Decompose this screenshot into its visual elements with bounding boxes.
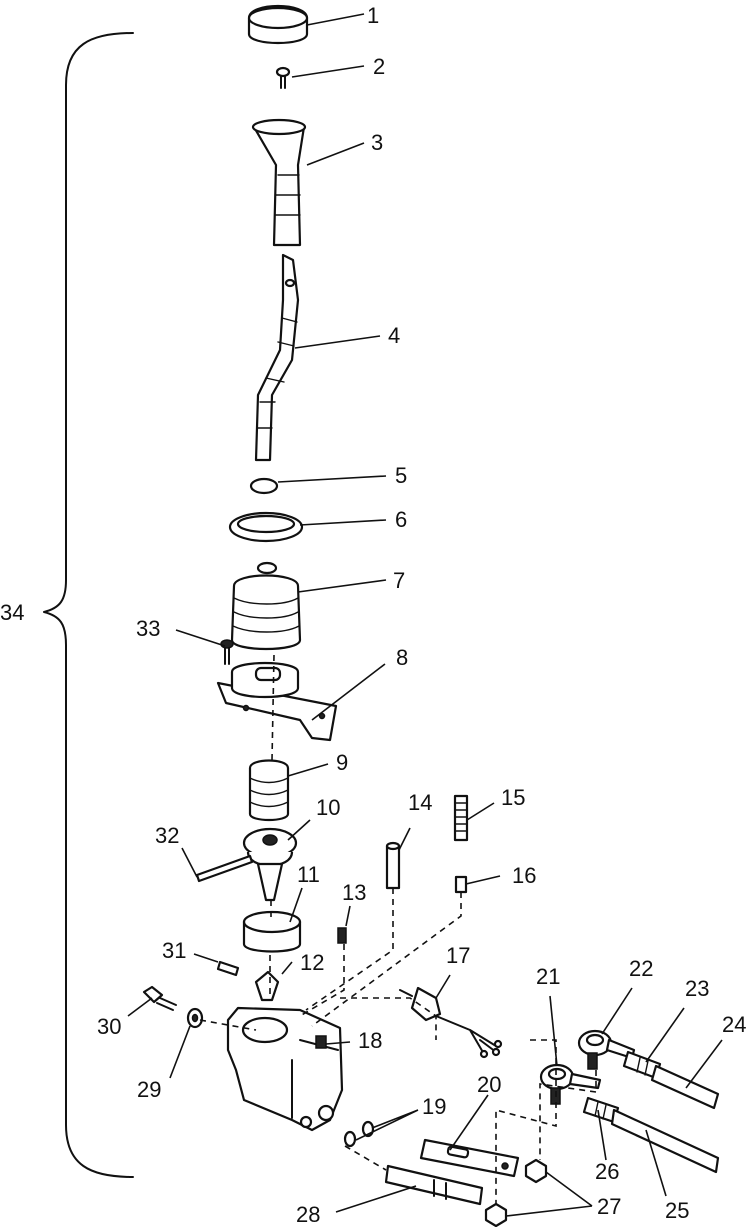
callout-21: 21 — [536, 964, 560, 989]
part-shift-lever — [254, 253, 300, 462]
callout-16: 16 — [512, 863, 536, 888]
callout-labels: 1 2 3 4 5 6 7 8 9 10 11 12 13 14 15 16 1… — [0, 3, 746, 1227]
callout-30: 30 — [97, 1014, 121, 1039]
callout-18: 18 — [358, 1028, 382, 1053]
callout-2: 2 — [373, 54, 385, 79]
callout-24: 24 — [722, 1012, 746, 1037]
callout-17: 17 — [446, 943, 470, 968]
part-lower-cable — [610, 1108, 720, 1174]
assembly-bracket — [43, 32, 134, 1178]
part-neutral-switch — [399, 986, 503, 1059]
part-detent-spring — [453, 794, 469, 842]
callout-5: 5 — [395, 463, 407, 488]
part-detent-pin — [216, 960, 240, 977]
assembly-axis-lines — [199, 654, 597, 1204]
part-linkage-arm — [419, 1138, 520, 1178]
callout-22: 22 — [629, 956, 653, 981]
callout-12: 12 — [300, 950, 324, 975]
callout-19: 19 — [422, 1094, 446, 1119]
callout-20: 20 — [477, 1072, 501, 1097]
callout-25: 25 — [665, 1198, 689, 1223]
callout-34: 34 — [0, 600, 24, 625]
callout-3: 3 — [371, 130, 383, 155]
callout-31: 31 — [162, 938, 186, 963]
part-washer — [249, 477, 279, 495]
part-retaining-ring — [228, 511, 304, 543]
callout-23: 23 — [685, 976, 709, 1001]
part-shaft — [384, 1164, 484, 1206]
part-plunger — [454, 875, 468, 894]
callout-33: 33 — [136, 616, 160, 641]
callout-7: 7 — [393, 568, 405, 593]
callout-9: 9 — [336, 750, 348, 775]
part-knob-cap — [247, 4, 309, 45]
part-shifter-housing — [226, 1006, 344, 1132]
part-set-screw — [337, 927, 347, 944]
part-pivot-pin — [195, 854, 254, 883]
callout-29: 29 — [137, 1077, 161, 1102]
part-upper-cable — [650, 1064, 720, 1110]
part-pivot-ball — [242, 827, 298, 902]
part-housing-pin — [315, 1035, 327, 1049]
callout-11: 11 — [297, 862, 320, 887]
callout-26: 26 — [595, 1159, 619, 1184]
part-side-washer — [186, 1007, 204, 1029]
part-small-screw — [275, 66, 291, 89]
callout-15: 15 — [501, 785, 525, 810]
part-spring-bushing — [248, 759, 290, 822]
callout-10: 10 — [316, 795, 340, 820]
callout-14: 14 — [408, 790, 432, 815]
part-guide-rod — [385, 841, 401, 890]
callout-1: 1 — [367, 3, 379, 28]
callout-4: 4 — [388, 323, 400, 348]
callout-8: 8 — [396, 645, 408, 670]
part-housing-plate — [216, 661, 338, 742]
callout-32: 32 — [155, 823, 179, 848]
part-shift-boot — [251, 118, 307, 247]
callout-27: 27 — [597, 1194, 621, 1219]
part-side-bolt — [142, 985, 177, 1011]
callout-28: 28 — [296, 1202, 320, 1227]
callout-6: 6 — [395, 507, 407, 532]
part-mounting-bolt — [220, 639, 234, 665]
part-collar — [242, 910, 302, 953]
part-shift-fork — [254, 970, 280, 1002]
callout-leader-lines — [127, 13, 723, 1217]
callout-13: 13 — [342, 880, 366, 905]
part-bellows-boot — [230, 561, 302, 651]
